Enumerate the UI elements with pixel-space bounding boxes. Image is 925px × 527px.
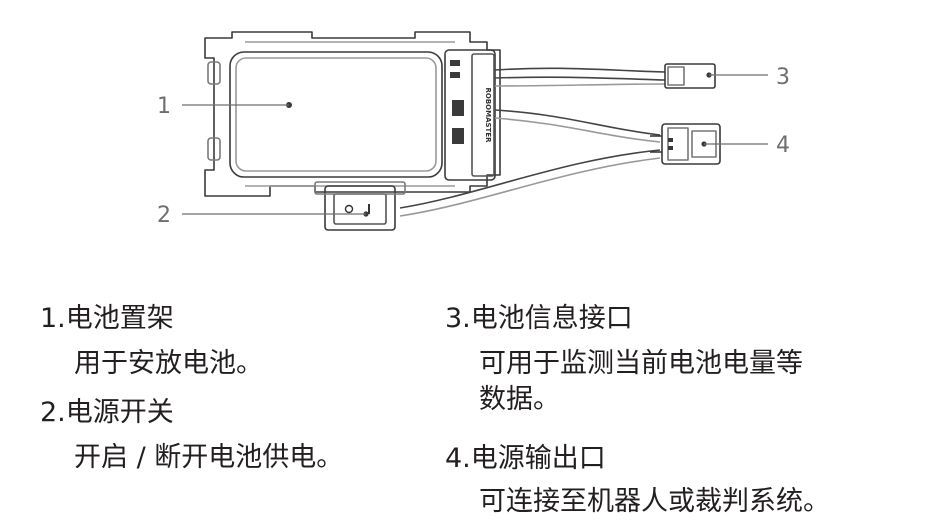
item-title: 2.电源开关 (40, 397, 174, 428)
power-module (444, 49, 496, 181)
callout-4: 4 (776, 133, 790, 158)
callout-1: 1 (157, 94, 171, 119)
callout-3: 3 (776, 65, 790, 90)
item-description: 开启 / 断开电池供电。 (74, 442, 344, 473)
item-description: 数据。 (479, 384, 560, 415)
power-switch (324, 185, 396, 231)
legend-item-power-output: 4.电源输出口 可连接至机器人或裁判系统。 (445, 442, 830, 520)
callout-2: 2 (157, 203, 171, 228)
battery-mount-diagram: ROBOMASTER 1 2 3 4 (157, 31, 790, 231)
legend-item-power-switch: 2.电源开关 开启 / 断开电池供电。 (40, 396, 343, 476)
item-title: 1.电池置架 (40, 303, 174, 334)
item-description: 可用于监测当前电池电量等 (479, 348, 803, 379)
legend-item-battery-holder: 1.电池置架 用于安放电池。 (40, 302, 263, 382)
item-description: 用于安放电池。 (74, 348, 263, 379)
legend-item-battery-info-port: 3.电池信息接口 可用于监测当前电池电量等 数据。 (445, 302, 803, 418)
item-title: 3.电池信息接口 (445, 303, 633, 334)
battery-holder-frame (204, 31, 501, 197)
battery-info-connector (664, 63, 716, 89)
battery-tray (229, 51, 443, 178)
item-title: 4.电源输出口 (445, 443, 606, 474)
device-label: ROBOMASTER (484, 88, 492, 144)
item-description: 可连接至机器人或裁判系统。 (479, 486, 830, 517)
switch-off-mark (344, 204, 354, 214)
